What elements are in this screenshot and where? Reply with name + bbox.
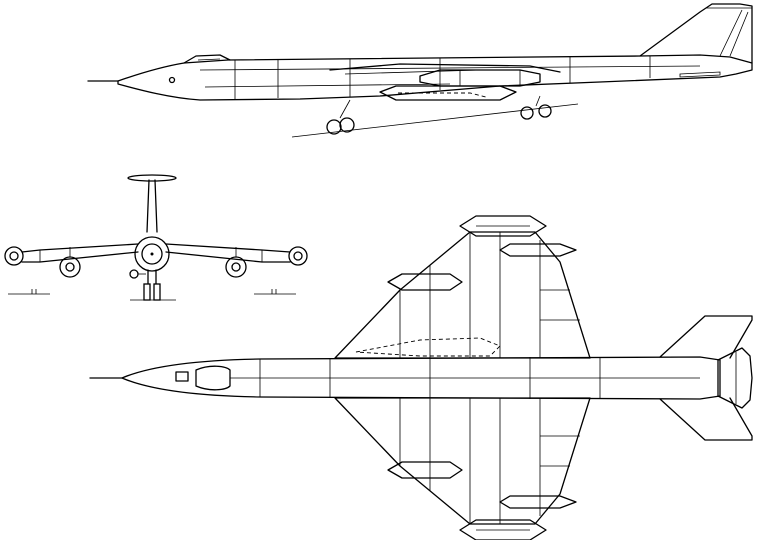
- side-fuselage: [117, 54, 753, 101]
- side-view: [87, 3, 753, 138]
- top-window: [175, 371, 189, 382]
- front-pod-left: [4, 246, 24, 266]
- top-view: [89, 215, 753, 540]
- top-wing-upper: [334, 231, 591, 359]
- side-main-wheel-front: [520, 106, 534, 120]
- side-window: [168, 76, 176, 84]
- side-nose-wheel-front: [326, 119, 342, 135]
- top-engine-lower-outer: [387, 461, 463, 479]
- top-pod-lower: [459, 519, 547, 540]
- front-fuselage: [134, 236, 170, 272]
- top-wing-lower: [334, 397, 591, 525]
- side-main-wheel-rear: [538, 104, 552, 118]
- front-engine-left: [59, 256, 81, 278]
- front-wing-right: [165, 243, 291, 263]
- side-engine-lower: [379, 85, 517, 101]
- top-fuselage: [121, 356, 721, 400]
- top-engine-upper-inner: [499, 243, 577, 257]
- top-engine-lower-inner: [499, 495, 577, 509]
- front-tail-plane: [127, 174, 177, 182]
- side-nose-wheel-rear: [339, 117, 355, 133]
- front-view: [4, 174, 308, 301]
- front-pod-right: [288, 246, 308, 266]
- top-cockpit: [195, 365, 231, 391]
- side-vertical-tail: [639, 3, 753, 64]
- top-pod-upper: [459, 215, 547, 237]
- top-missile-outline: [355, 337, 501, 357]
- top-tail-lower: [659, 397, 753, 441]
- top-engine-upper-outer: [387, 273, 463, 291]
- top-fin: [717, 347, 753, 409]
- top-tail-upper: [659, 315, 753, 359]
- front-wing-left: [21, 243, 139, 263]
- side-engine-upper: [419, 69, 541, 87]
- side-wing: [329, 63, 561, 73]
- front-engine-right: [225, 256, 247, 278]
- side-canopy: [183, 54, 231, 64]
- front-fin: [146, 179, 158, 233]
